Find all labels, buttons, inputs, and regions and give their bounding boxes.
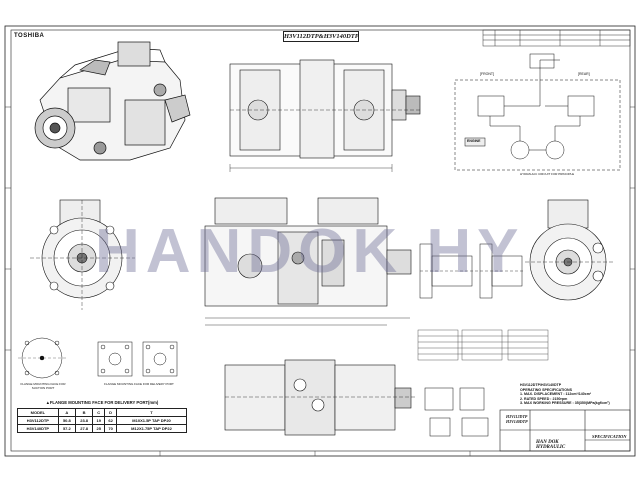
engine-label: ENGINE [467,139,481,143]
delivery-flange-caption: FLANGE MOUNTING FACE FOR DELIVERY PORT [104,382,174,386]
title-block-company-2: HYDRAULIC [536,445,566,450]
border-zone-ticks [5,106,635,456]
toshiba-logo: TOSHIBA [14,33,45,39]
flange-col-b: B [74,408,94,417]
suction-flange-caption: FLANGE MOUNTING FACE FOR SUCTION PORT [20,382,66,390]
suction-flange-diagram [18,337,66,379]
spec-line-1: 1. MAX. DISPLACEMENT : 112cm³/140cm³ [520,392,592,397]
drawing-title: H3V112DTP&H3V140DTP [283,31,359,42]
title-block-doc-type: SPECIFICATION [592,434,627,439]
spec-models: H3V112DTP/H3V140DTP [520,383,562,387]
flange-cell: 50.8 [57,416,76,425]
flange-col-c: C [92,408,106,417]
flange-mounting-table: MODEL A B C D T H3V112DTP 50.8 23.8 19 6… [17,408,187,433]
shaft-detail-views [419,243,525,299]
flange-cell: 25 [92,424,106,433]
rear-label: [REAR] [578,72,590,76]
title-block [499,409,631,452]
title-block-company-1: HAN DOK [536,440,559,445]
spec-line-3: 3. MAX WORKING PRESSURE : 35(350)MPa(kgf… [520,401,610,406]
rear-end-view [525,199,615,301]
front-label: [FRONT] [480,72,494,76]
flange-col-a: A [57,408,76,417]
table-row: H3V112DTP 50.8 23.8 19 62 M10X1.5P TAP D… [17,416,187,425]
flange-cell: M12X1.75P TAP DP22 [116,424,187,433]
flange-cell: H3V112DTP [17,416,59,425]
hydraulic-circuit-label: HYDRAULIC CIRCUIT FOR PRINCIPLE [520,172,575,176]
flange-cell: M10X1.5P TAP DP20 [116,416,187,425]
sheet-outer-border [4,25,636,457]
watermark-text: HANDOK HY [95,217,525,286]
bottom-plan-view [224,359,415,436]
flange-table-caption: ▲FLANGE MOUNTING FACE FOR DELIVERY PORT(… [45,400,159,405]
front-end-view [30,199,135,310]
top-view-pump [229,59,421,172]
isometric-pump-view [34,41,191,161]
flange-col-d: D [104,408,118,417]
flange-cell: 70 [104,424,118,433]
flange-cell: H3V140DTP [17,424,59,433]
sheet-inner-border [10,29,631,452]
spec-heading: OPERATING SPECIFICATIONS [520,387,572,392]
flange-cell: 19 [92,416,106,425]
title-block-company: HAN DOK HYDRAULIC [536,440,565,450]
operating-specifications: H3V112DTP/H3V140DTP OPERATING SPECIFICAT… [520,383,630,406]
title-block-model-2: H3V140DTP [506,418,528,424]
table-row: H3V140DTP 57.2 27.8 25 70 M12X1.75P TAP … [17,424,187,433]
flange-cell: 23.8 [74,416,94,425]
flange-cell: 57.2 [57,424,76,433]
lower-detail-views [424,387,489,437]
flange-table-header-row: MODEL A B C D T [17,408,187,417]
side-elevation-view [204,197,412,326]
flange-col-model: MODEL [17,408,59,417]
title-block-model-1: H3V112DTP [506,414,528,419]
flange-cell: 27.8 [74,424,94,433]
detail-spec-tables [417,329,549,361]
delivery-flange-diagrams [97,341,178,377]
spec-line-2: 2. RATED SPEED : 2150rpm [520,396,568,401]
revision-block [482,29,631,47]
title-block-model: H3V112DTP H3V140DTP [506,414,528,424]
flange-cell: 62 [104,416,118,425]
hydraulic-circuit-diagram [454,53,621,171]
flange-col-t: T [116,408,187,417]
